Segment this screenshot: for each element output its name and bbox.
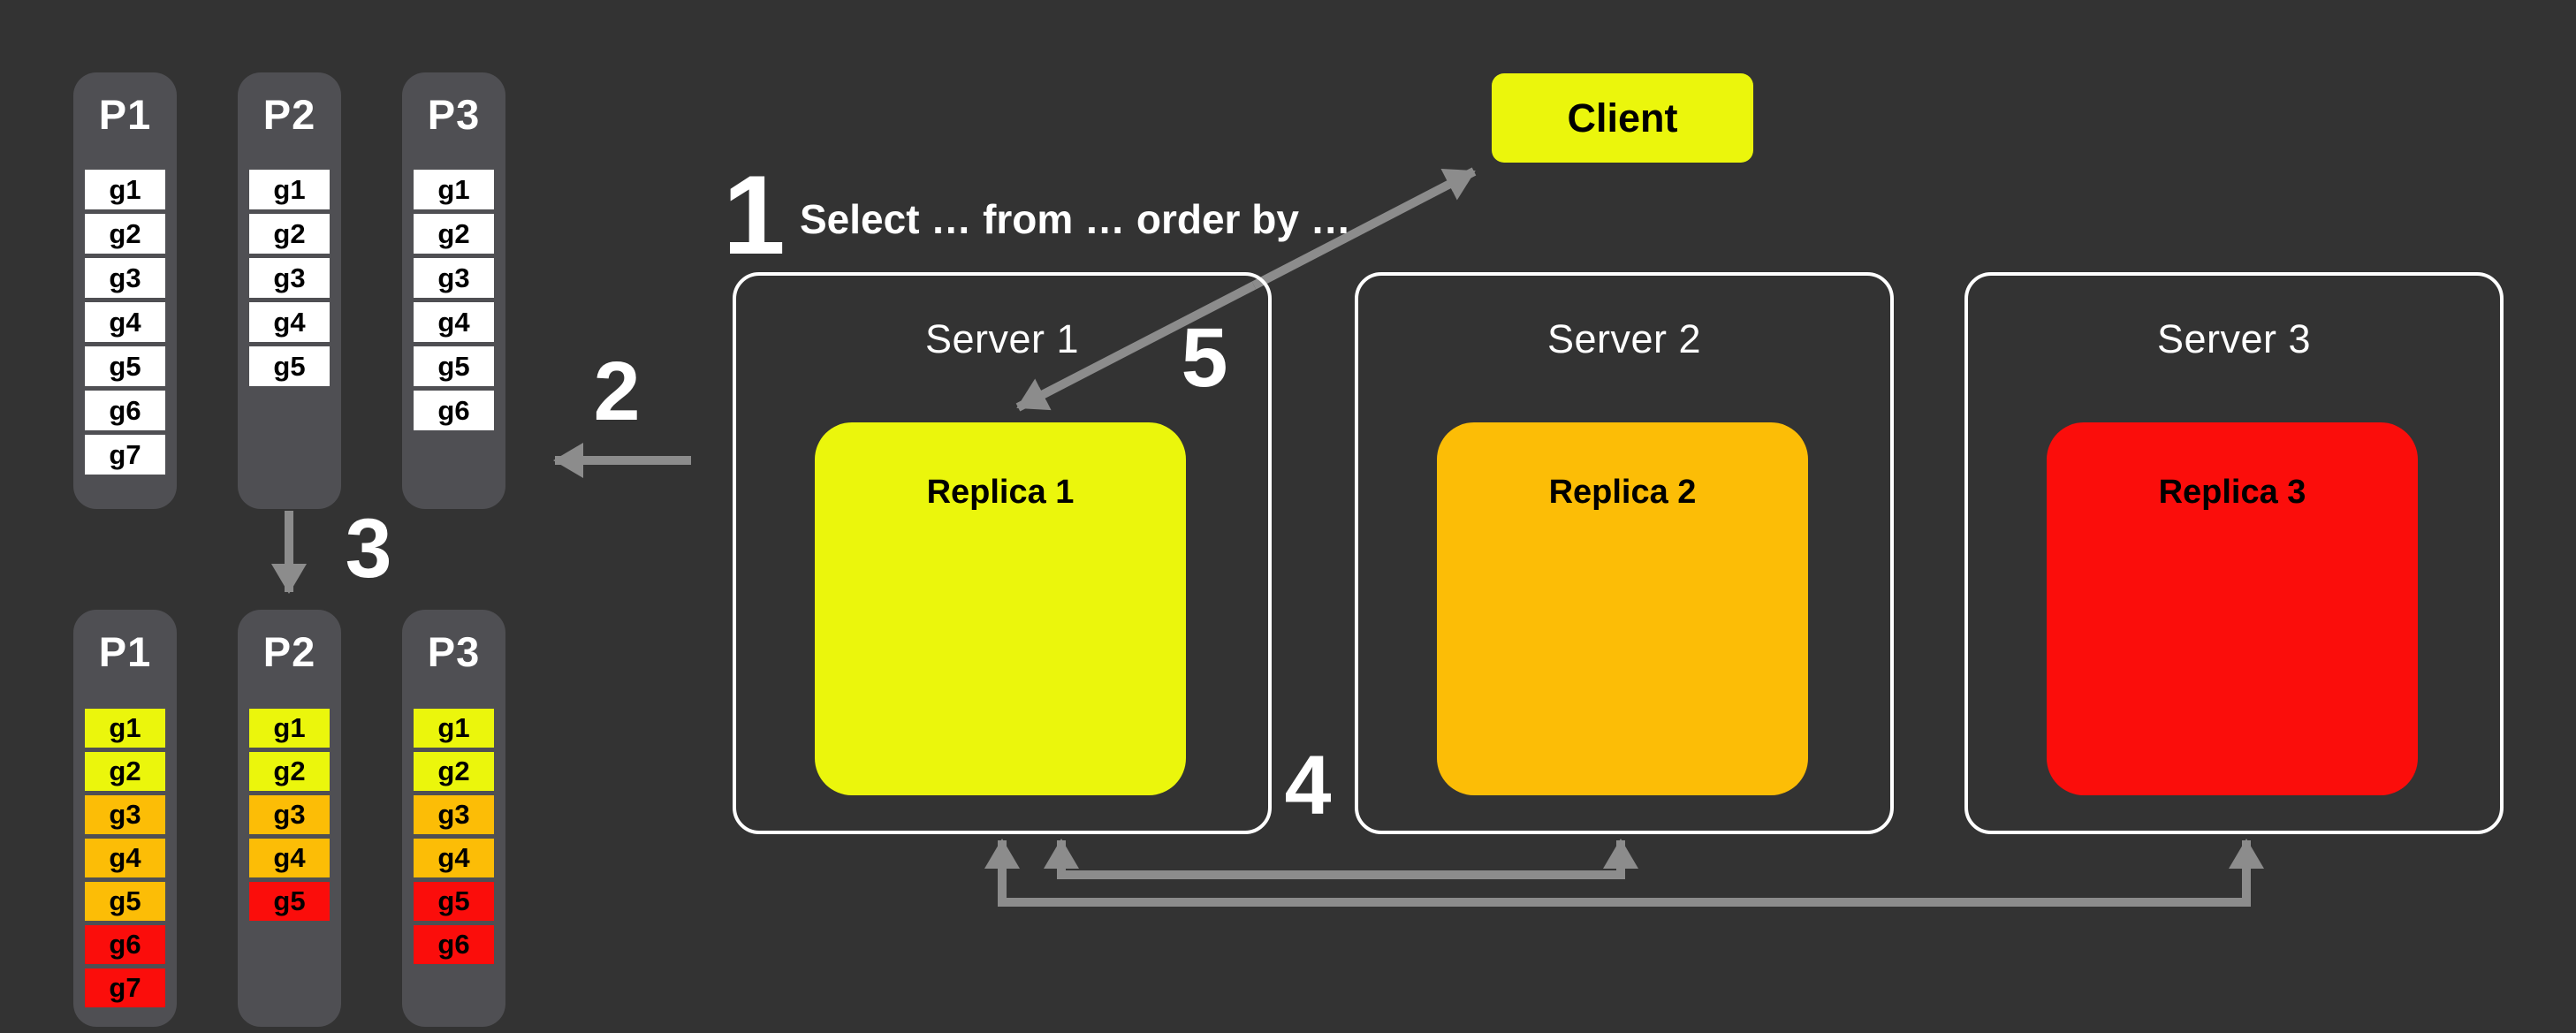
top-p2-cell-g1: g1: [249, 170, 330, 209]
bottom-p3-cell-g4: g4: [414, 839, 494, 877]
client-label: Client: [1567, 95, 1678, 141]
bottom-p1-cell-g6: g6: [85, 925, 165, 964]
replica-2-box: Replica 2: [1437, 422, 1808, 795]
server-3-box: Server 3 Replica 3: [1964, 272, 2504, 834]
top-p3-cell-g6: g6: [414, 391, 494, 430]
bottom-p3-cell-g3: g3: [414, 795, 494, 834]
bottom-p3-cell-g1: g1: [414, 709, 494, 748]
client-box: Client: [1492, 73, 1753, 163]
bottom-p1-cell-g4: g4: [85, 839, 165, 877]
bottom-p2-cell-g2: g2: [249, 752, 330, 791]
bottom-partition-p1: P1 g1 g2 g3 g4 g5 g6 g7: [73, 610, 177, 1027]
top-p3-cell-g5: g5: [414, 346, 494, 386]
bottom-p3-cell-g2: g2: [414, 752, 494, 791]
bottom-p1-cell-g7: g7: [85, 968, 165, 1007]
top-p2-cell-g2: g2: [249, 214, 330, 254]
top-p1-cell-g5: g5: [85, 346, 165, 386]
top-p1-cell-g7: g7: [85, 435, 165, 475]
bottom-partition-label-p1: P1: [98, 628, 152, 675]
step-4-number: 4: [1284, 739, 1332, 832]
bottom-partition-p3: P3 g1 g2 g3 g4 g5 g6: [402, 610, 505, 1027]
bottom-p1-cell-g1: g1: [85, 709, 165, 748]
top-p2-cell-g5: g5: [249, 346, 330, 386]
step-1-caption: Select … from … order by …: [800, 196, 1351, 242]
server-1-box: Server 1 Replica 1: [733, 272, 1272, 834]
server-3-label: Server 3: [2156, 316, 2312, 361]
top-p1-cell-g2: g2: [85, 214, 165, 254]
top-p2-cell-g4: g4: [249, 302, 330, 342]
top-p1-cell-g1: g1: [85, 170, 165, 209]
server-2-label: Server 2: [1546, 316, 1702, 361]
bottom-p2-cell-g4: g4: [249, 839, 330, 877]
top-p1-cell-g3: g3: [85, 258, 165, 298]
top-partition-label-p2: P2: [262, 91, 316, 138]
bottom-p2-cell-g1: g1: [249, 709, 330, 748]
replica-3-box: Replica 3: [2047, 422, 2418, 795]
server-2-box: Server 2 Replica 2: [1355, 272, 1894, 834]
top-p3-cell-g3: g3: [414, 258, 494, 298]
top-p3-cell-g1: g1: [414, 170, 494, 209]
top-p1-cell-g6: g6: [85, 391, 165, 430]
step-1-number: 1: [723, 152, 786, 277]
replica-1-label: Replica 1: [926, 474, 1075, 511]
step-2-number: 2: [593, 345, 641, 438]
bottom-p2-cell-g3: g3: [249, 795, 330, 834]
bottom-p1-cell-g3: g3: [85, 795, 165, 834]
bottom-p2-cell-g5: g5: [249, 882, 330, 921]
top-p2-cell-g3: g3: [249, 258, 330, 298]
bottom-partition-p2: P2 g1 g2 g3 g4 g5: [238, 610, 341, 1027]
top-p3-cell-g4: g4: [414, 302, 494, 342]
step-5-number: 5: [1181, 311, 1228, 405]
bottom-p3-cell-g5: g5: [414, 882, 494, 921]
top-partition-label-p3: P3: [427, 91, 481, 138]
bottom-p1-cell-g5: g5: [85, 882, 165, 921]
bottom-partition-label-p3: P3: [427, 628, 481, 675]
step-3-number: 3: [345, 502, 392, 596]
replica-2-label: Replica 2: [1548, 474, 1697, 511]
bottom-p3-cell-g6: g6: [414, 925, 494, 964]
top-p3-cell-g2: g2: [414, 214, 494, 254]
top-p1-cell-g4: g4: [85, 302, 165, 342]
bottom-partition-label-p2: P2: [262, 628, 316, 675]
replica-1-box: Replica 1: [815, 422, 1186, 795]
top-partition-label-p1: P1: [98, 91, 152, 138]
server-1-label: Server 1: [924, 316, 1080, 361]
bottom-p1-cell-g2: g2: [85, 752, 165, 791]
replica-3-label: Replica 3: [2158, 474, 2306, 511]
